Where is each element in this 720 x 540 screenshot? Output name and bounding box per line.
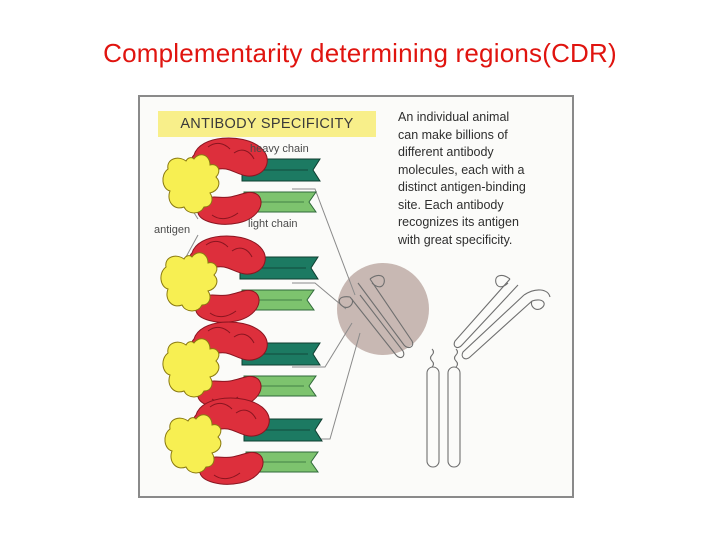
figure-artwork	[160, 137, 551, 485]
antibody-specificity-figure: ANTIBODY SPECIFICITY An individual anima…	[138, 95, 574, 498]
description-line: distinct antigen-binding	[398, 180, 526, 194]
antibody-complex-4	[164, 397, 323, 485]
description-line: different antibody	[398, 145, 494, 159]
description-line: recognizes its antigen	[398, 215, 519, 229]
antibody-complex-3	[162, 321, 321, 409]
description-line: site. Each antibody	[398, 197, 504, 212]
antibody-complex-2	[160, 235, 319, 323]
description-line: with great specificity.	[398, 232, 513, 247]
slide-title: Complementarity determining regions(CDR)	[103, 38, 617, 68]
light-chain-label: light chain	[248, 218, 298, 230]
description-line: molecules, each with a	[398, 162, 525, 177]
description-line: An individual animal	[398, 110, 510, 124]
figure-description: An individual animal can make billions o…	[398, 109, 570, 249]
figure-heading: ANTIBODY SPECIFICITY	[158, 111, 376, 137]
description-line: can make billions of	[398, 127, 508, 142]
antibody-y-structure	[338, 274, 551, 468]
antigen-label: antigen	[154, 224, 191, 236]
heavy-chain-label: heavy chain	[250, 143, 309, 155]
